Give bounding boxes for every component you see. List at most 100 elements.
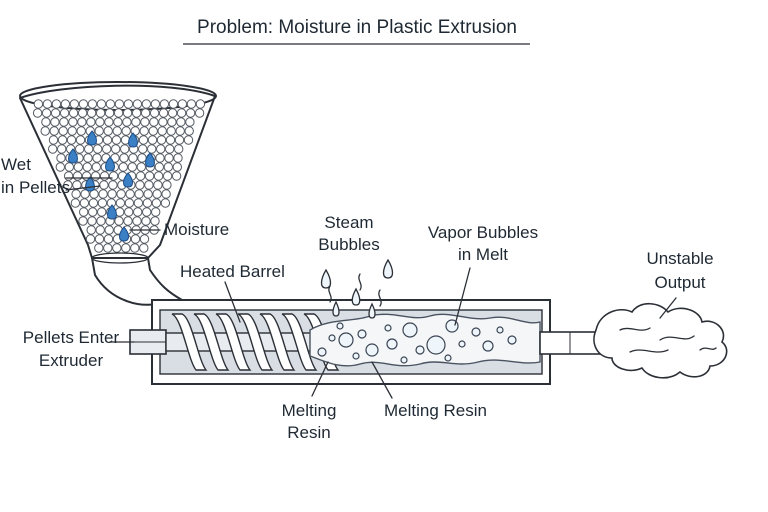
screw-flight <box>193 313 230 371</box>
pellet <box>58 126 68 136</box>
vapor-bubble <box>496 326 504 334</box>
steam-wisp <box>358 273 362 291</box>
water-drop-icon <box>87 130 97 146</box>
pellet <box>125 189 135 199</box>
pellet <box>91 162 102 172</box>
pellet <box>92 153 102 163</box>
pellet <box>173 153 183 163</box>
pellet <box>116 189 126 199</box>
label-vapor-bubbles-1: Vapor Bubbles <box>428 223 538 242</box>
pellet <box>104 117 114 127</box>
pellet <box>48 135 59 145</box>
pellet <box>108 180 118 190</box>
pellet <box>139 126 149 136</box>
vapor-bubble <box>328 334 336 342</box>
pellet <box>143 189 153 199</box>
vapor-bubbles-in-melt <box>317 319 517 364</box>
pellet <box>115 198 126 208</box>
pellet <box>148 126 158 136</box>
pellet <box>166 126 176 136</box>
hopper-pellets <box>32 99 206 253</box>
pellet <box>194 108 205 118</box>
pellet <box>150 99 161 109</box>
vapor-bubble <box>317 347 327 357</box>
pellet <box>77 117 87 127</box>
water-drop-icon <box>128 132 138 148</box>
pellet <box>141 99 152 109</box>
label-wet-pellets-2: in Pellets <box>1 178 70 197</box>
pellet <box>67 126 77 136</box>
pellet <box>124 207 134 217</box>
pellet <box>82 162 93 172</box>
pellet <box>149 117 159 127</box>
pellet <box>153 180 163 190</box>
pellet <box>164 153 174 163</box>
pellet <box>94 243 104 253</box>
pellet <box>123 216 133 226</box>
label-melting-resin-left-2: Resin <box>287 423 330 442</box>
steam-bubbles <box>320 258 394 319</box>
pellet <box>70 198 81 208</box>
pellet <box>152 189 162 199</box>
pellet <box>142 207 152 217</box>
pellet <box>113 108 124 118</box>
steam-bubble <box>382 258 394 279</box>
label-vapor-bubbles-2: in Melt <box>458 245 508 264</box>
pellet <box>121 126 131 136</box>
pellet <box>57 135 68 145</box>
screw-flight <box>215 313 252 371</box>
pellet <box>97 198 108 208</box>
pellet <box>114 216 124 226</box>
pellet <box>177 99 188 109</box>
pellet <box>95 225 105 235</box>
vapor-bubble <box>338 332 354 348</box>
steam-bubble <box>351 287 361 306</box>
pellet <box>133 207 143 217</box>
pellet <box>64 162 75 172</box>
label-unstable-output-1: Unstable <box>646 249 713 268</box>
pellet <box>138 135 149 145</box>
water-drop-icon <box>119 226 129 242</box>
pellet <box>159 99 170 109</box>
pellet <box>71 189 81 199</box>
pellet <box>138 144 148 154</box>
pellet <box>131 117 141 127</box>
vapor-bubble <box>458 340 466 348</box>
pellet <box>40 126 50 136</box>
pellet <box>139 243 149 253</box>
pellet <box>144 171 155 181</box>
pellet <box>168 99 179 109</box>
pellet <box>174 135 185 145</box>
screw-flight <box>237 313 274 371</box>
vapor-bubble <box>471 327 481 337</box>
pellet <box>80 189 90 199</box>
pellet <box>133 198 144 208</box>
steam-bubble <box>332 300 340 317</box>
pellet <box>98 189 108 199</box>
steam-wisp <box>378 289 382 307</box>
pellet <box>104 108 115 118</box>
pellet <box>155 153 165 163</box>
screw-flight <box>259 313 296 371</box>
pellet <box>123 99 134 109</box>
pellet <box>128 153 138 163</box>
pellet <box>99 180 109 190</box>
pellet <box>158 117 168 127</box>
steam-bubble <box>320 268 332 289</box>
pellet <box>150 216 160 226</box>
pellet <box>83 153 93 163</box>
pellet <box>185 108 196 118</box>
pellet <box>96 99 107 109</box>
pellet <box>107 189 117 199</box>
pellet <box>75 135 86 145</box>
die-outlet <box>539 331 601 355</box>
vapor-bubble <box>384 324 392 332</box>
pellet <box>162 180 172 190</box>
pellet <box>184 126 194 136</box>
label-pellets-enter-2: Extruder <box>39 351 104 370</box>
vapor-bubble <box>386 338 398 350</box>
vapor-bubble <box>426 335 446 355</box>
pellet <box>87 216 97 226</box>
pellet <box>118 162 129 172</box>
